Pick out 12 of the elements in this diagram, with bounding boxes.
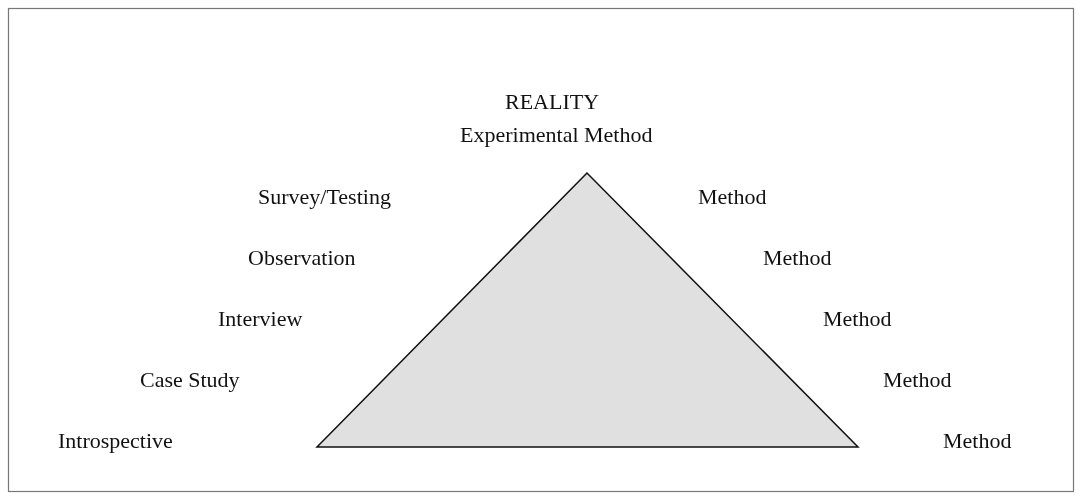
method-label: REALITY xyxy=(505,91,600,113)
method-label: Method xyxy=(698,186,767,208)
method-label: Case Study xyxy=(140,369,240,391)
method-label: Experimental Method xyxy=(460,124,653,146)
method-label: Method xyxy=(823,308,892,330)
method-label: Method xyxy=(943,430,1012,452)
method-label: Introspective xyxy=(58,430,173,452)
method-label: Method xyxy=(883,369,952,391)
method-label: Observation xyxy=(248,247,356,269)
method-label: Method xyxy=(763,247,832,269)
method-label: Survey/Testing xyxy=(258,186,391,208)
method-label: Interview xyxy=(218,308,303,330)
